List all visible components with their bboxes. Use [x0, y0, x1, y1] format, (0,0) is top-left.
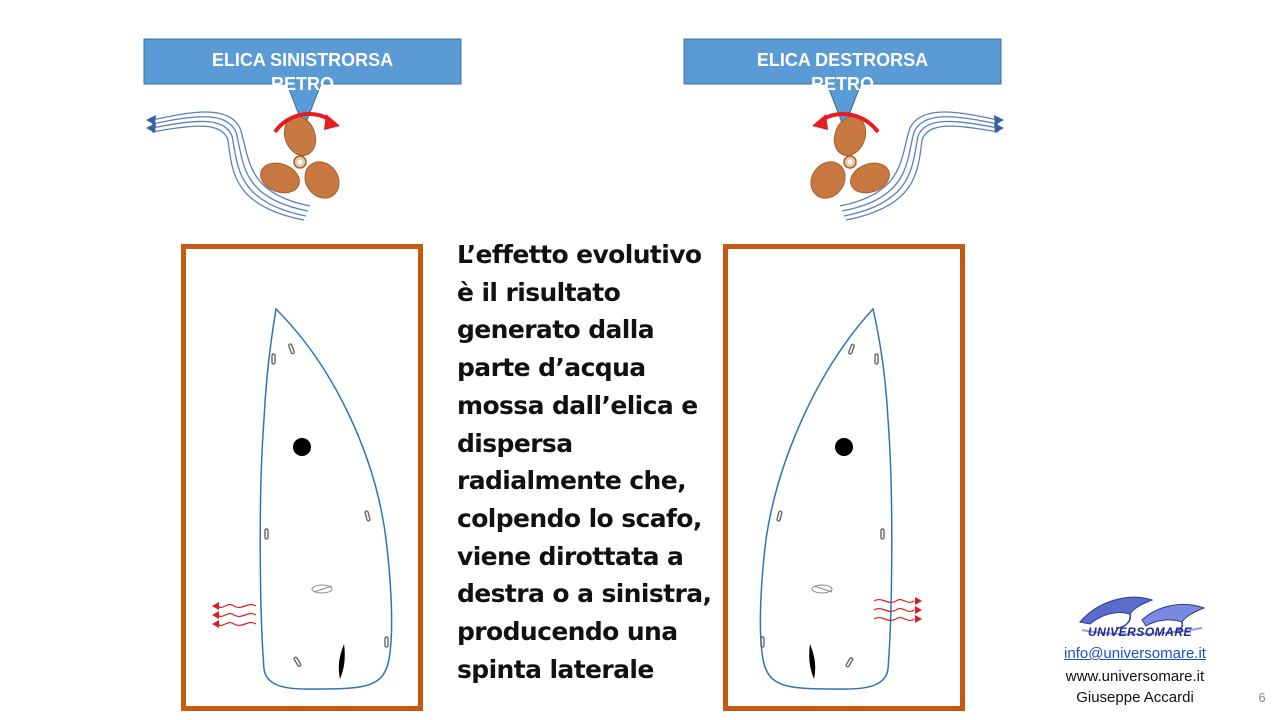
thrust-arrowheads	[212, 602, 219, 628]
flow-arrowheads	[994, 115, 1004, 133]
text-line: viene dirottata a	[457, 541, 684, 571]
propeller-left-diagram	[140, 98, 360, 223]
thrust-arrowheads	[915, 597, 922, 623]
text-line: L’effetto evolutivo	[457, 240, 702, 269]
text-line: mossa dall’elica e	[457, 390, 698, 420]
banner-label: ELICA SINISTRORSA RETRO	[143, 48, 462, 96]
small-propeller-icon	[811, 584, 833, 594]
brand-name: UNIVERSOMARE	[1087, 625, 1192, 639]
propeller-right-diagram	[790, 98, 1010, 223]
boat-hull-diagram	[759, 307, 922, 690]
mast-icon	[293, 438, 311, 456]
banner-subtitle: RETRO	[811, 74, 874, 94]
text-line: generato dalla	[457, 315, 655, 345]
dolphins-logo-icon	[1072, 582, 1212, 642]
rudder-icon	[338, 644, 345, 679]
propeller-blades	[810, 116, 890, 199]
propeller-icon	[810, 111, 1004, 221]
text-line: dispersa	[457, 428, 573, 458]
text-line: è il risultato	[457, 277, 621, 307]
website-text: www.universomare.it	[1065, 668, 1205, 685]
banner-arrow-shape	[683, 38, 1002, 130]
boat-hull-diagram	[212, 307, 393, 690]
flow-arrowheads	[146, 115, 156, 133]
hull-outline	[259, 307, 393, 690]
text-line: destra o a sinistra,	[457, 579, 712, 609]
page-number: 6	[1258, 690, 1266, 705]
banner-arrow-shape	[143, 38, 462, 130]
text-line: parte d’acqua	[457, 353, 646, 383]
banner-label: ELICA DESTRORSA RETRO	[683, 48, 1002, 96]
boat-frame-left	[181, 244, 423, 711]
text-line: colpendo lo scafo,	[457, 503, 702, 533]
small-propeller-icon	[311, 584, 333, 594]
rotation-arrow	[812, 114, 828, 130]
author-name: Giuseppe Accardi	[1076, 689, 1194, 706]
water-flow-lines	[151, 111, 311, 221]
banner-left-handed-propeller: ELICA SINISTRORSA RETRO	[143, 38, 462, 130]
lateral-thrust-arrows	[873, 598, 915, 622]
banner-subtitle: RETRO	[271, 74, 334, 94]
fender-icons	[264, 343, 389, 667]
banner-title: ELICA DESTRORSA	[756, 50, 929, 70]
text-line: producendo una	[457, 617, 678, 647]
fender-icons	[760, 343, 885, 668]
boat-frame-right	[723, 244, 965, 711]
explanation-text: L’effetto evolutivo è il risultato gener…	[457, 236, 719, 688]
rotation-arrow	[324, 114, 340, 130]
water-flow-lines	[839, 111, 999, 221]
banner-title: ELICA SINISTRORSA	[211, 50, 394, 70]
email-link[interactable]: info@universomare.it	[1064, 645, 1206, 662]
propeller-icon	[146, 111, 340, 221]
propeller-blades	[260, 116, 340, 199]
text-line: spinta laterale	[457, 654, 654, 684]
mast-icon	[835, 438, 853, 456]
rudder-icon	[809, 644, 816, 679]
hull-outline	[759, 307, 893, 690]
lateral-thrust-arrows	[217, 603, 257, 627]
banner-right-handed-propeller: ELICA DESTRORSA RETRO	[683, 38, 1002, 130]
text-line: radialmente che,	[457, 466, 687, 496]
